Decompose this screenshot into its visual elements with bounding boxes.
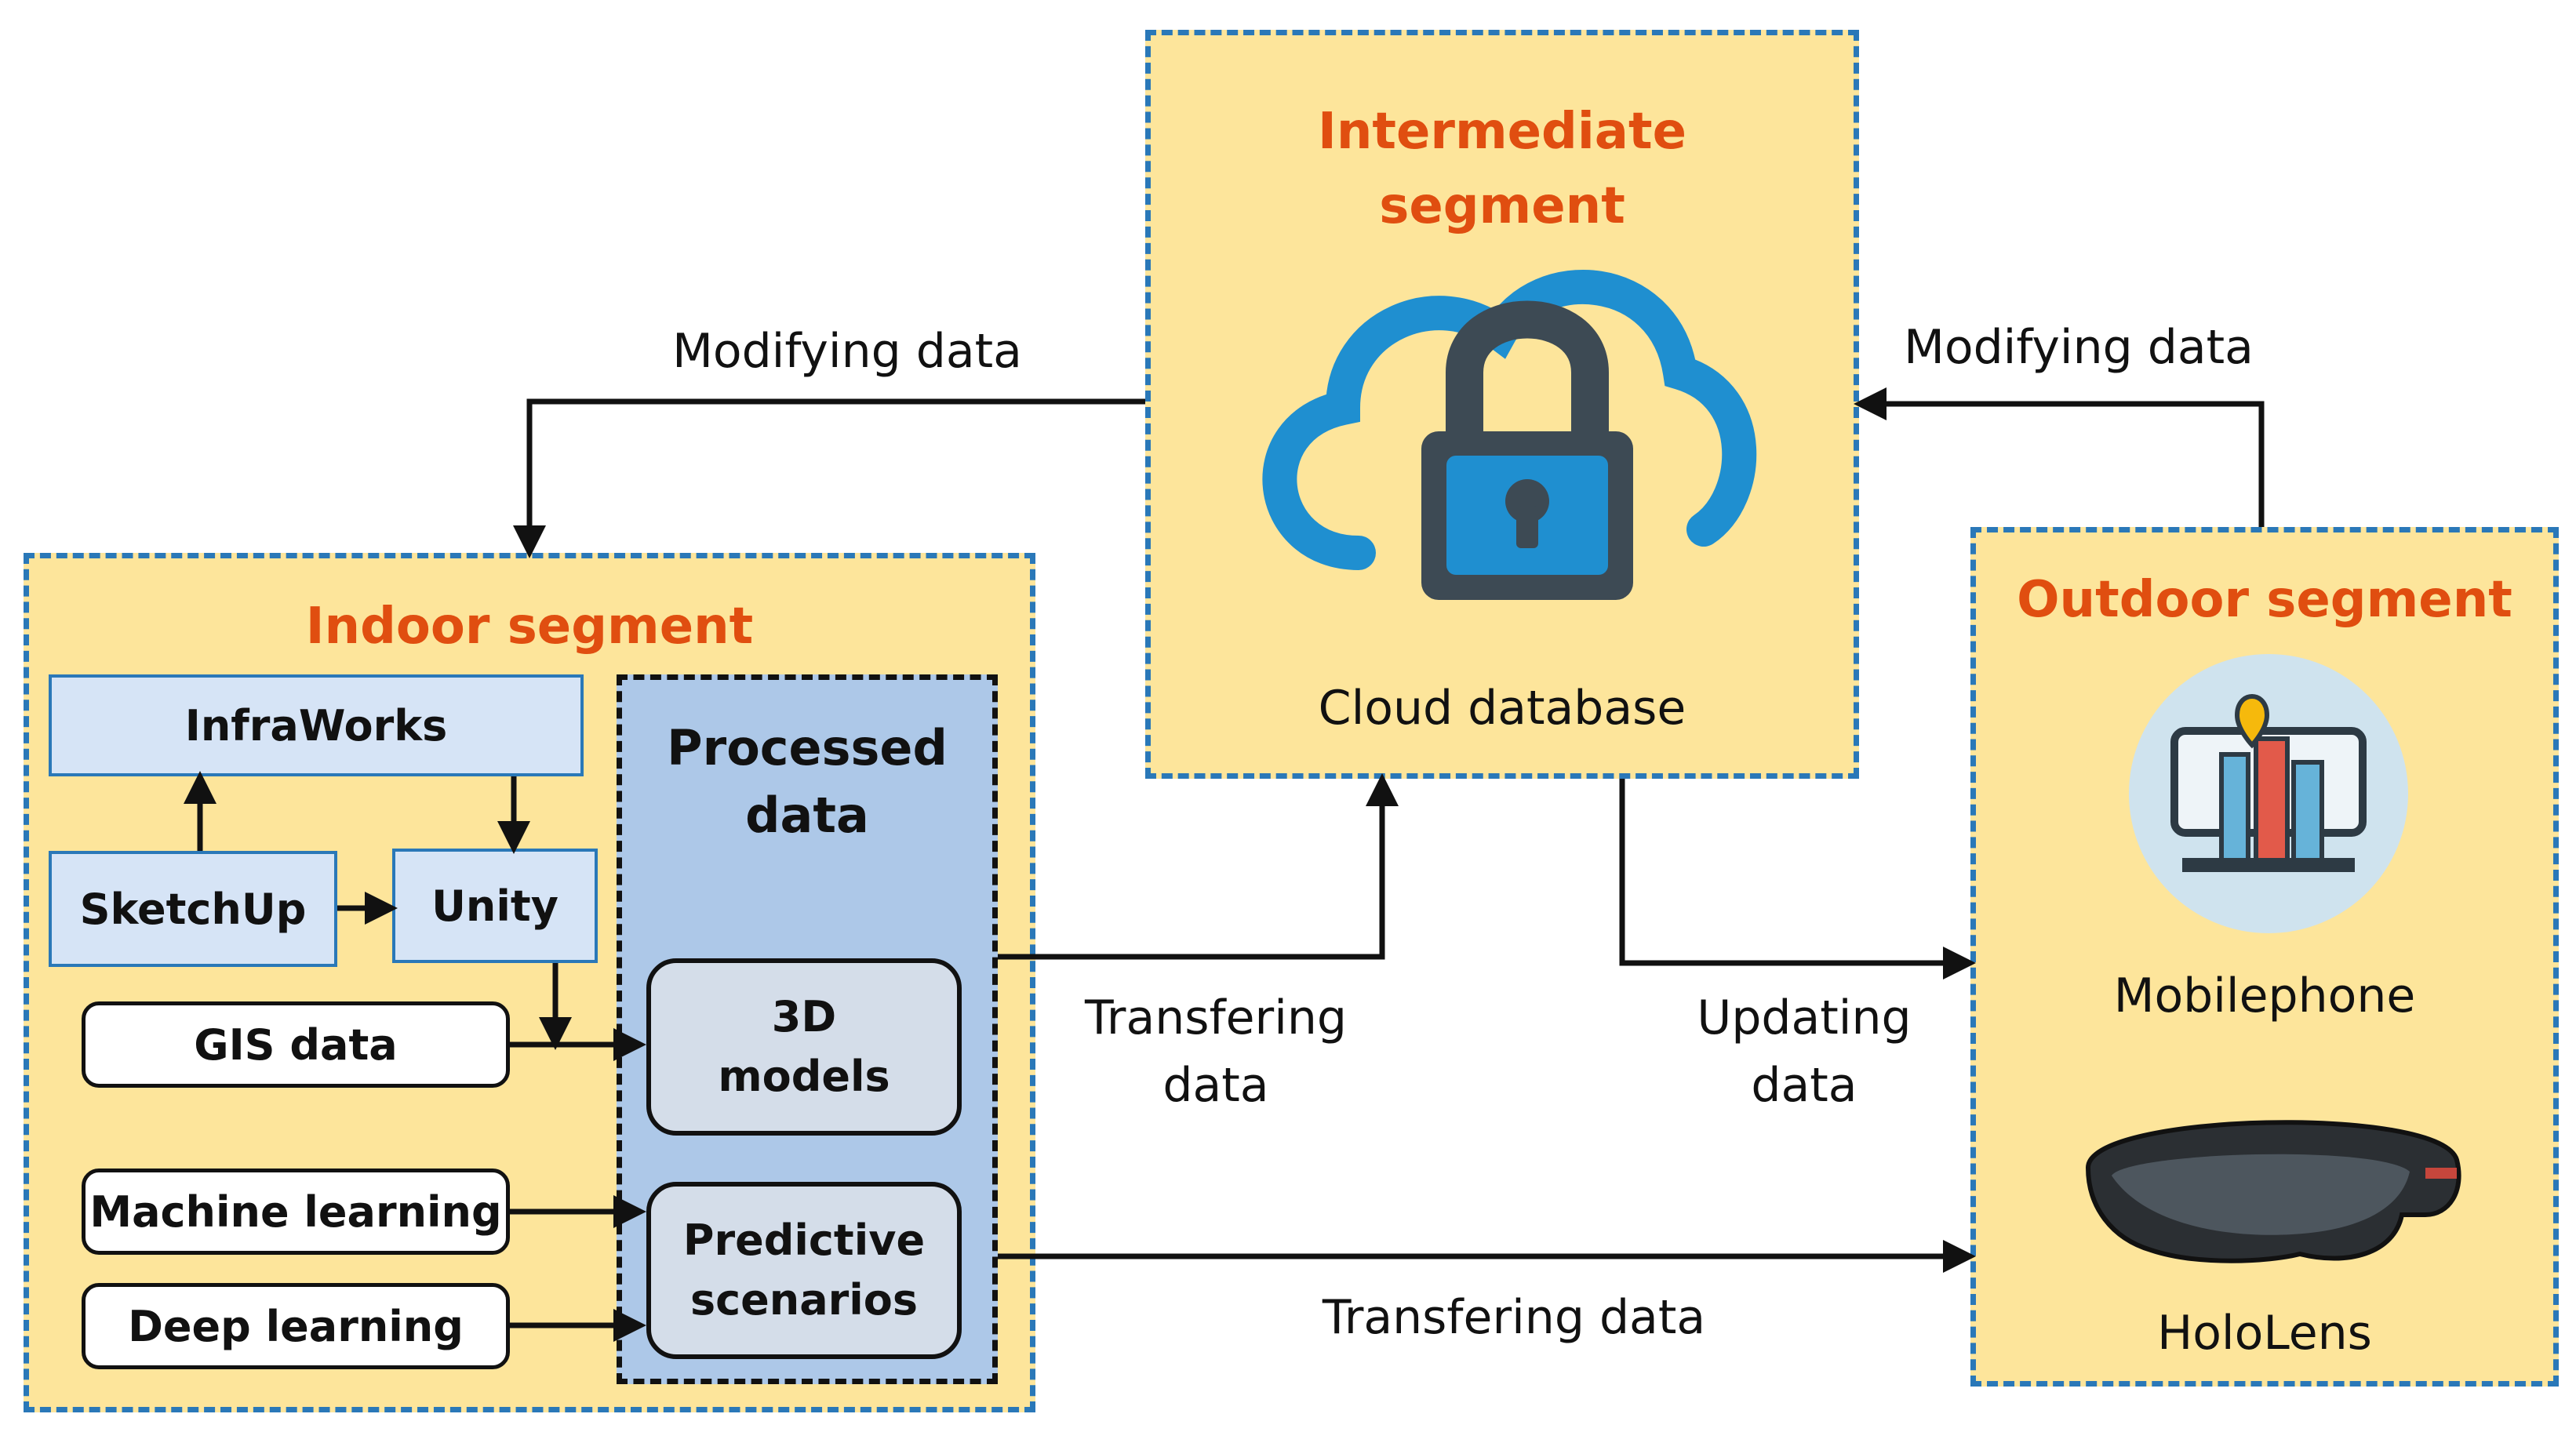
updating-data-label: Updating data — [1671, 984, 1937, 1119]
outdoor-segment: Outdoor segment Mobilephone HoloLens — [1970, 527, 2559, 1387]
transfering-data-bottom-label: Transfering data — [1322, 1290, 1706, 1345]
arrow-updating-to-outdoor — [1619, 779, 1976, 980]
intermediate-title-line2: segment — [1379, 177, 1625, 235]
updating-line2: data — [1751, 1058, 1857, 1113]
intermediate-title-line1: Intermediate — [1318, 103, 1686, 161]
deep-learning-box: Deep learning — [82, 1283, 510, 1369]
updating-line1: Updating — [1697, 990, 1912, 1045]
cloud-lock-icon — [1262, 270, 1757, 600]
unity-box: Unity — [392, 849, 598, 963]
processed-data-title: Processed data — [622, 711, 992, 852]
sketchup-box: SketchUp — [49, 851, 337, 967]
predictive-line1: Predictive — [682, 1216, 926, 1265]
hololens-headset-icon — [2085, 1120, 2461, 1263]
predictive-scenarios-box: Predictive scenarios — [646, 1182, 962, 1359]
predictive-line2: scenarios — [689, 1275, 919, 1325]
cloud-database-label: Cloud database — [1318, 681, 1686, 736]
transfering-data-up-label: Transfering data — [1082, 984, 1349, 1119]
intermediate-segment: Intermediate segment Cloud database — [1145, 30, 1859, 779]
processed-title-line2: data — [745, 787, 869, 844]
arrow-transfering-to-cloud — [998, 773, 1399, 960]
modifying-data-right-label: Modifying data — [1904, 320, 2254, 375]
infraworks-box: InfraWorks — [49, 674, 584, 776]
transfering-up-line2: data — [1162, 1058, 1269, 1113]
transfering-up-line1: Transfering — [1084, 990, 1348, 1045]
arrow-modifying-to-cloud — [1854, 387, 2265, 527]
smartphone-city-icon — [2129, 654, 2408, 933]
arrow-modifying-to-indoor — [513, 398, 1145, 558]
machine-learning-box: Machine learning — [82, 1168, 510, 1255]
modifying-data-left-label: Modifying data — [672, 324, 1022, 379]
mobilephone-label: Mobilephone — [2113, 969, 2416, 1023]
3d-models-line2: models — [718, 1052, 890, 1101]
outdoor-title: Outdoor segment — [2017, 571, 2512, 629]
gis-data-box: GIS data — [82, 1001, 510, 1088]
processed-title-line1: Processed — [667, 719, 948, 776]
hololens-label: HoloLens — [2157, 1306, 2372, 1361]
indoor-title: Indoor segment — [305, 598, 754, 656]
3d-models-box: 3D models — [646, 958, 962, 1136]
3d-models-line1: 3D — [771, 992, 837, 1041]
